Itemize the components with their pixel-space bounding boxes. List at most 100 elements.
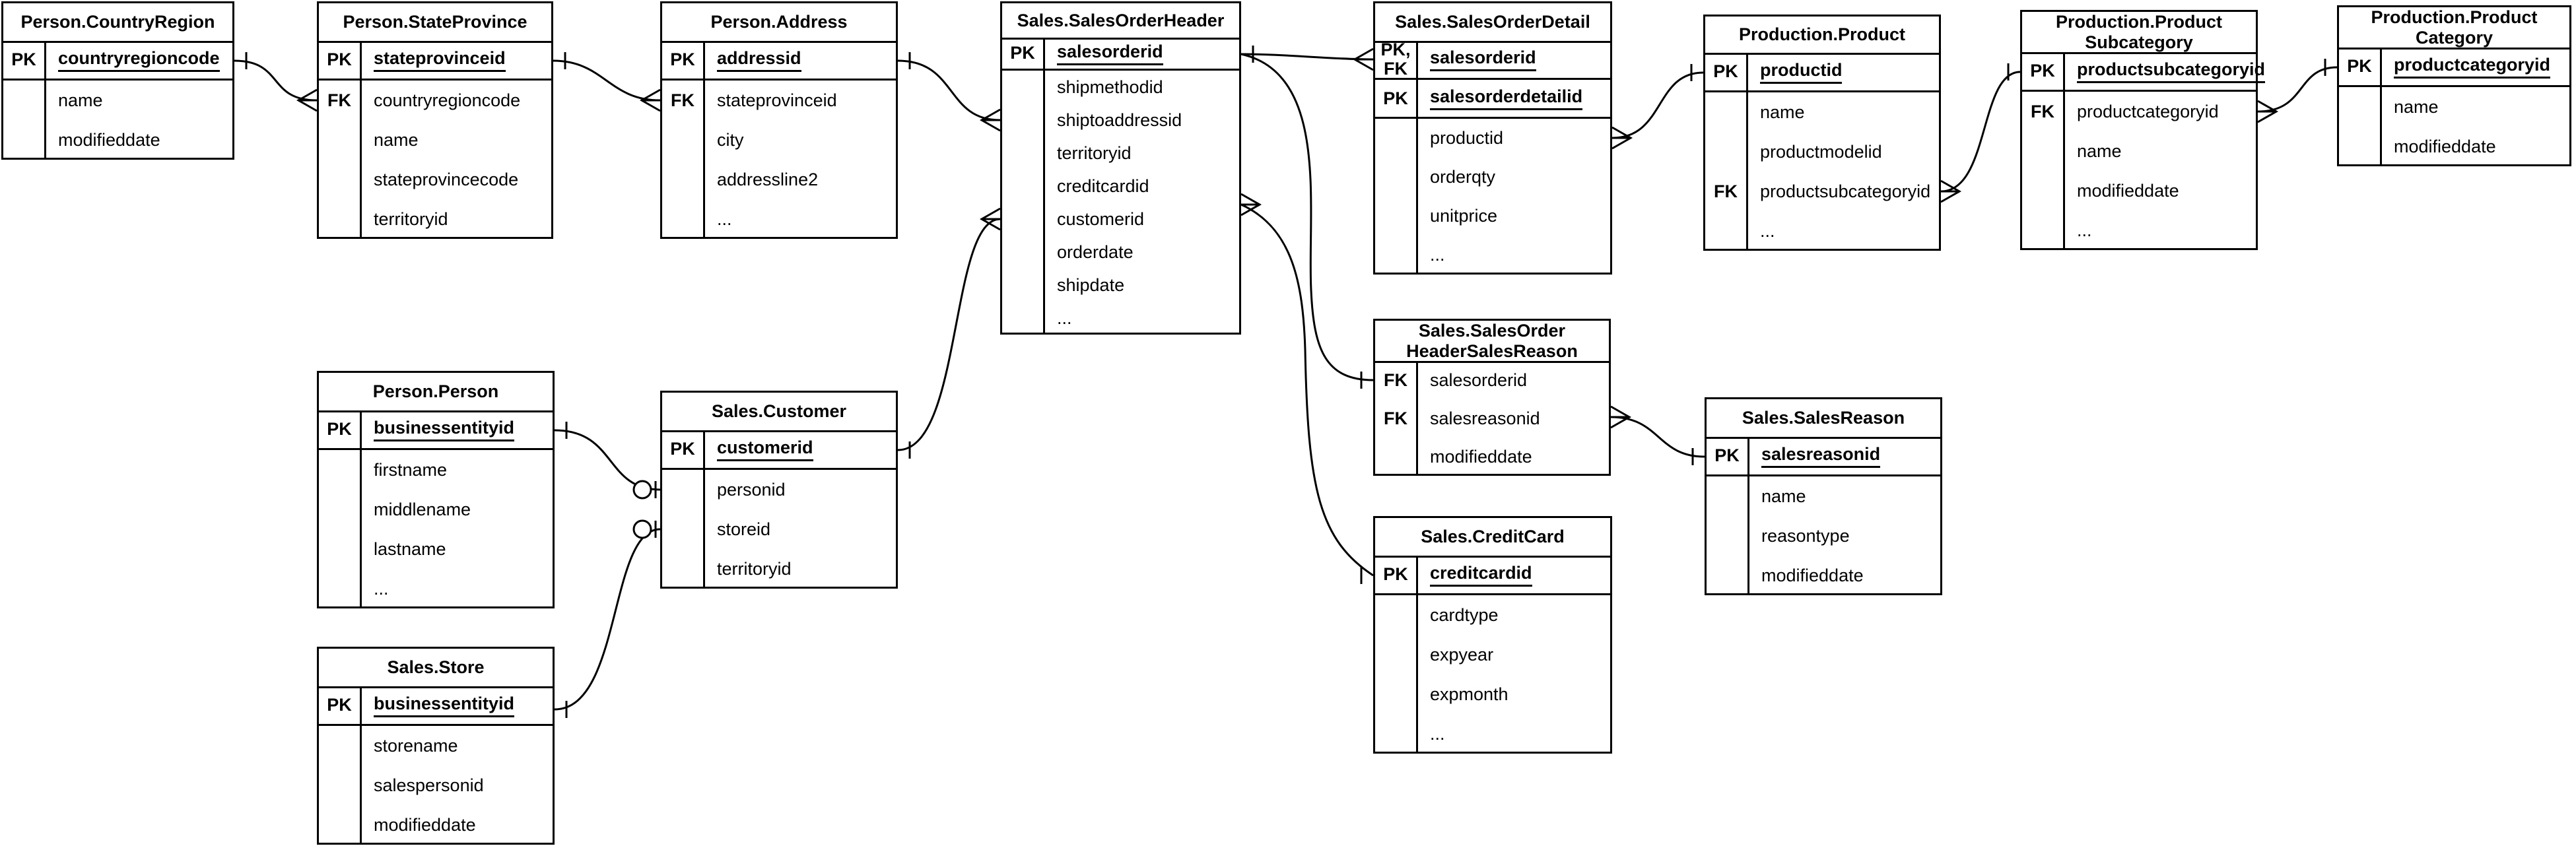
key-badge	[1705, 211, 1746, 251]
field-label: productmodelid	[1760, 141, 1882, 162]
primary-key-field-label: productsubcategoryid	[2077, 59, 2266, 83]
field-label: countryregioncode	[374, 90, 521, 110]
field-label: personid	[717, 479, 786, 500]
field-name: unitprice	[1416, 197, 1610, 236]
relationship-product-productsubcategory[interactable]	[1940, 71, 2021, 193]
table-row-businessentityid: PK businessentityid	[319, 410, 553, 450]
relationship-salesorderheader-salesorderdetail[interactable]	[1240, 53, 1374, 61]
field-label: shipmethodid	[1057, 77, 1163, 97]
key-badge: PK	[327, 49, 352, 69]
key-column-divider	[1416, 363, 1418, 474]
field-name: name	[2380, 87, 2569, 127]
primary-key-field-label: salesreasonid	[1761, 444, 1881, 468]
field-name: salesreasonid	[1416, 399, 1609, 438]
field-name: addressid	[703, 41, 896, 79]
field-name: orderdate	[1043, 236, 1239, 269]
field-name: addressline2	[703, 160, 896, 199]
field-label: middlename	[374, 499, 471, 519]
field-name: productcategoryid	[2063, 92, 2256, 131]
relationship-salesorderheader-creditcard[interactable]	[1240, 203, 1374, 577]
field-label: ...	[1760, 220, 1775, 241]
key-badge: PK	[11, 49, 36, 69]
key-badge	[319, 450, 360, 490]
entity-title: Sales.CreditCard	[1375, 518, 1610, 558]
table-row-shipdate: shipdate	[1002, 269, 1239, 302]
key-badge: PK	[670, 439, 695, 459]
table-row-reasontype: reasontype	[1707, 516, 1940, 556]
table-row-creditcardid: creditcardid	[1002, 170, 1239, 203]
field-label: ...	[374, 578, 389, 599]
field-label: productid	[1430, 128, 1504, 148]
entity-title: Sales.SalesReason	[1707, 399, 1940, 439]
field-name: salespersonid	[360, 765, 553, 805]
cardinality-many-icon	[296, 88, 318, 112]
key-badge	[319, 160, 360, 199]
primary-key-field-label: salesorderid	[1430, 48, 1536, 71]
key-badge	[1002, 71, 1043, 104]
key-badge: PK	[327, 695, 352, 715]
field-label: orderqty	[1430, 167, 1496, 187]
relationship-salesorderheadersalesreason-salesreason[interactable]	[1610, 416, 1705, 458]
field-label: orderdate	[1057, 242, 1134, 262]
field-name: shipdate	[1043, 269, 1239, 302]
field-name: businessentityid	[360, 410, 553, 448]
field-label: reasontype	[1761, 525, 1850, 546]
primary-key-field-label: countryregioncode	[58, 48, 220, 72]
relationship-address-salesorderheader[interactable]	[897, 59, 1001, 121]
relationship-store-customer[interactable]	[554, 528, 661, 711]
relationship-countryregion-stateprovince[interactable]	[234, 59, 318, 102]
relationship-salesorderheader-salesorderheadersalesreason[interactable]	[1240, 53, 1374, 381]
key-badge	[319, 529, 360, 569]
field-label: name	[2077, 141, 2122, 161]
key-column-divider	[44, 43, 46, 158]
field-label: territoryid	[374, 209, 448, 229]
relationship-customer-salesorderheader[interactable]	[897, 218, 1001, 451]
table-row-territoryid: territoryid	[662, 549, 896, 589]
table-row-modifieddate: modifieddate	[319, 805, 553, 845]
field-label: salesorderid	[1430, 370, 1528, 390]
key-badge: PK	[1010, 43, 1035, 63]
table-row-addressline2: addressline2	[662, 160, 896, 199]
field-name: salesreasonid	[1747, 437, 1940, 474]
field-label: shiptoaddressid	[1057, 110, 1182, 130]
table-row-name: name	[319, 120, 551, 160]
cardinality-many-icon	[979, 207, 1001, 231]
relationship-stateprovince-address[interactable]	[553, 59, 661, 102]
relationship-salesorderdetail-product[interactable]	[1611, 71, 1704, 139]
table-row-countryregioncode: PK countryregioncode	[3, 41, 232, 81]
primary-key-field-label: salesorderdetailid	[1430, 86, 1583, 110]
cardinality-many-icon	[2257, 100, 2279, 123]
relationship-person-customer[interactable]	[554, 429, 661, 491]
entity-title: Sales.Store	[319, 649, 553, 688]
field-name: salesorderdetailid	[1416, 80, 1610, 117]
key-column-divider	[1043, 40, 1045, 333]
key-badge	[1002, 302, 1043, 335]
field-label: modifieddate	[2077, 180, 2179, 201]
primary-key-field-label: businessentityid	[374, 418, 515, 441]
field-name: storeid	[703, 509, 896, 549]
key-badge: PK	[327, 419, 352, 439]
relationship-productsubcategory-productcategory[interactable]	[2257, 66, 2338, 113]
key-badge	[662, 470, 703, 509]
field-label: shipdate	[1057, 275, 1125, 295]
table-row-lastname: lastname	[319, 529, 553, 569]
entity-title: Person.CountryRegion	[3, 3, 232, 43]
